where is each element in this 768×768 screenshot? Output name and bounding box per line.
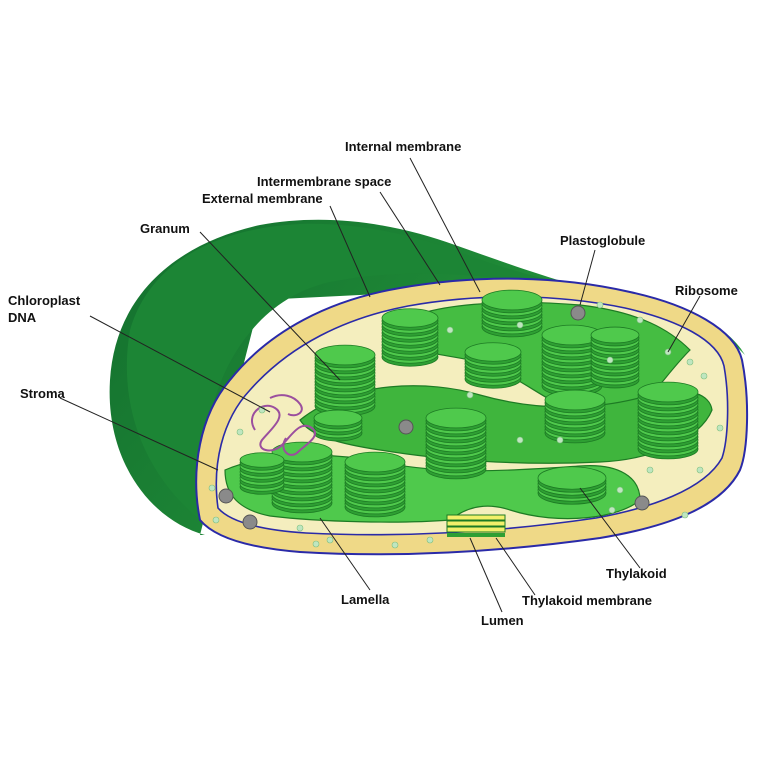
ribosome [212,516,220,524]
thylakoid-disc [464,342,522,362]
label-lamella: Lamella [341,592,390,607]
ribosome [606,356,614,364]
granum-stack [239,452,285,495]
ribosome [516,436,524,444]
ribosome [391,541,399,549]
thylakoid-disc [537,466,607,490]
ribosome [616,486,624,494]
leader-external-membrane [329,205,371,298]
granum-stack [344,451,406,518]
leader-chloroplast-dna [89,315,271,413]
particles-group [208,301,724,549]
thylakoid-disc [590,326,640,344]
label-external-membrane: External membrane [202,191,323,206]
plastoglobule [242,514,258,530]
ribosome [681,511,689,519]
plastoglobule [634,495,650,511]
ribosome [296,524,304,532]
granum-stack [313,409,363,442]
ribosome [446,326,454,334]
label-stroma: Stroma [20,386,66,401]
ribosome [700,372,708,380]
granum-stack [464,342,522,389]
label-chloroplast-dna-line2: DNA [8,310,37,325]
lamella-middle-sheet [299,385,713,464]
ribosome [596,301,604,309]
plastoglobule [570,305,586,321]
leader-thylakoid [579,487,641,569]
ribosome [208,484,216,492]
ribosome [466,391,474,399]
thylakoid-disc [239,452,285,468]
leader-internal-membrane [409,157,481,293]
granum-stack [314,344,376,417]
granum-stack [481,289,543,338]
labels: Internal membrane Intermembrane space Ex… [8,139,738,628]
leader-intermembrane-space [379,191,441,286]
thylakoid-disc [344,451,406,473]
thylakoid-disc [314,344,376,366]
ribosome [516,321,524,329]
granum-stack [544,389,606,444]
ribosome [608,506,616,514]
leader-granum [199,231,341,381]
label-thylakoid: Thylakoid [606,566,667,581]
leader-lines [59,157,701,613]
label-chloroplast-dna-line1: Chloroplast [8,293,81,308]
granum-stack [381,308,439,367]
thylakoid-disc [425,407,487,429]
grana-group [239,289,699,518]
chloroplast-dna-strand [251,394,317,456]
label-thylakoid-membrane: Thylakoid membrane [522,593,652,608]
lumen-detail [446,514,506,537]
ribosome [326,536,334,544]
granum-stack [271,441,333,514]
leader-plastoglobule [579,249,596,306]
granum-stack [590,326,640,389]
thylakoid-disc [313,409,363,427]
ribosome [556,436,564,444]
thylakoid-disc [544,389,606,411]
thylakoid-disc [637,381,699,403]
plastoglobule [218,488,234,504]
ribosome [236,428,244,436]
ribosome [716,424,724,432]
ribosome [646,466,654,474]
leader-lumen [469,537,503,613]
ribosome [696,466,704,474]
thylakoid-disc [271,441,333,463]
label-internal-membrane: Internal membrane [345,139,461,154]
ribosome [312,540,320,548]
leader-ribosome [667,295,701,353]
label-ribosome: Ribosome [675,283,738,298]
ribosome [426,536,434,544]
ribosome [636,316,644,324]
label-plastoglobule: Plastoglobule [560,233,645,248]
ribosome [686,358,694,366]
plastoglobule [398,419,414,435]
granum-stack [425,407,487,480]
leader-stroma [59,397,219,471]
leader-thylakoid-membrane [495,537,536,596]
thylakoid-disc [481,289,543,311]
outer-envelope-top [126,223,743,520]
leader-lamella [319,517,371,591]
label-granum: Granum [140,221,190,236]
thylakoid-disc [381,308,439,328]
granum-stack [637,381,699,460]
label-intermembrane-space: Intermembrane space [257,174,391,189]
granum-stack [537,466,607,505]
label-lumen: Lumen [481,613,524,628]
